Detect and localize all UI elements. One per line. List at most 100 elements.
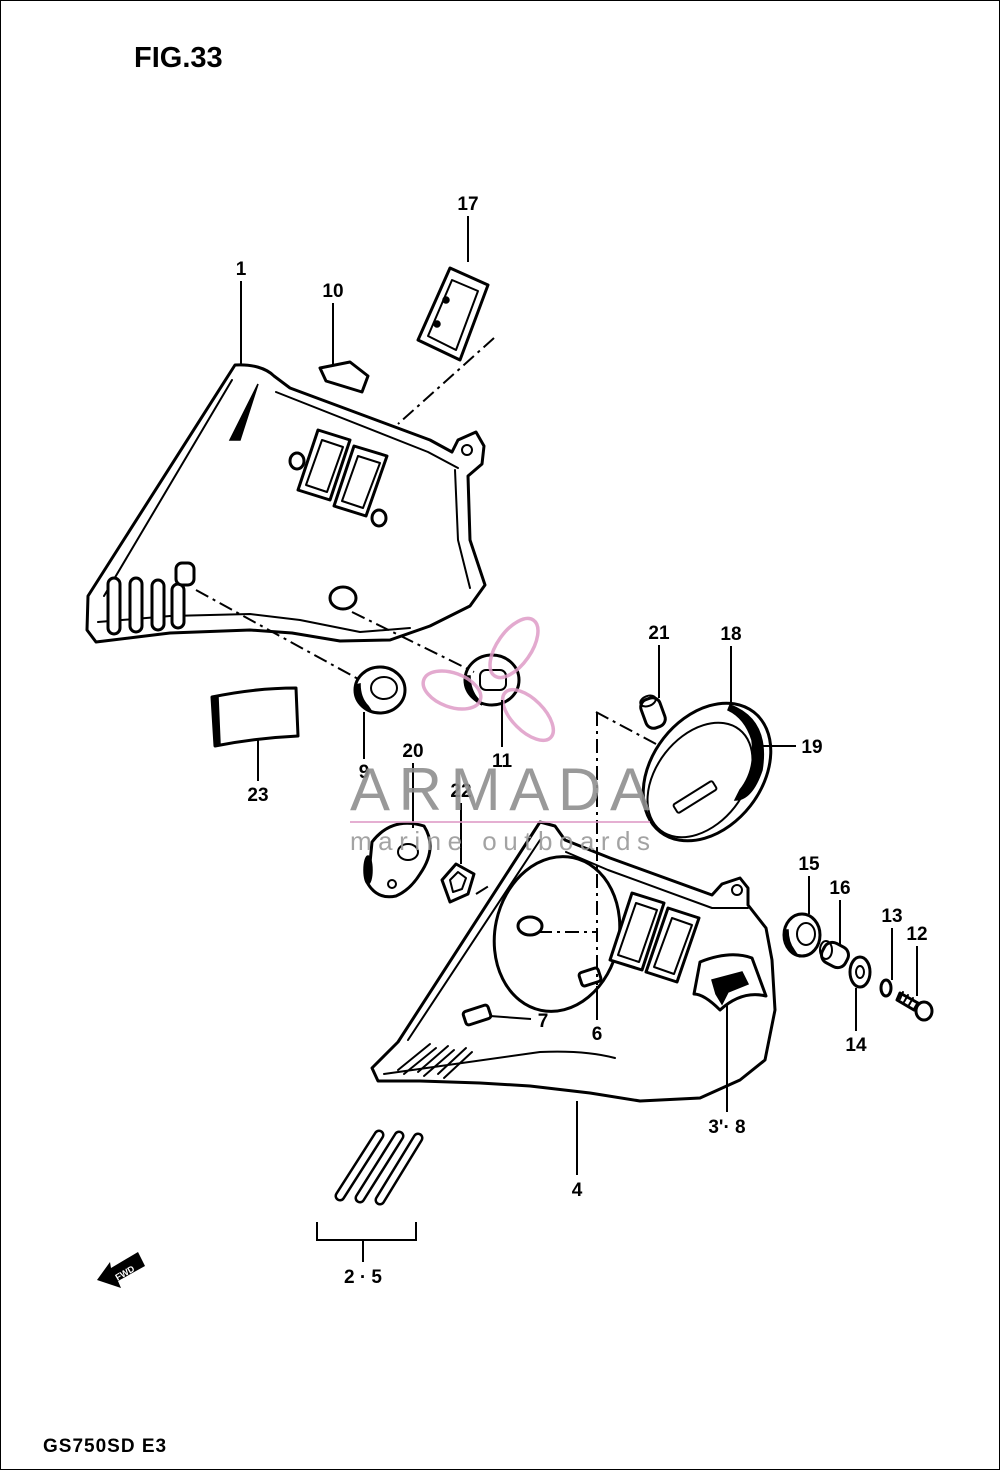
collar-16-end (819, 940, 833, 960)
propeller-logo-icon (421, 616, 556, 743)
callout-7: 7 (538, 1011, 549, 1032)
cap-18-rim (646, 721, 754, 839)
washer-14-outer (848, 955, 872, 989)
callout-2-5: 2 · 5 (344, 1267, 382, 1288)
callout-3-8: 3'· 8 (708, 1117, 745, 1138)
cap-18-body (641, 701, 773, 843)
bracket-22-body (440, 862, 476, 904)
cover-1-vent-a (296, 428, 352, 502)
grommet-9-shade (355, 683, 375, 714)
pad-17-body (416, 266, 490, 362)
cover-4-grooves (397, 1043, 473, 1079)
plate-20-shade (363, 855, 373, 885)
stripe-fill (357, 1133, 402, 1201)
washer-14-hole (855, 965, 865, 979)
part-11-grommet (463, 653, 521, 707)
part-10-wedge (318, 360, 370, 394)
cover-1-inner-edge (103, 379, 233, 597)
grommet-15-inner (796, 922, 816, 946)
assembly-line (475, 883, 493, 895)
assembly-line (195, 589, 361, 681)
cover-1-slit (228, 383, 259, 441)
cover-1-tab-hole (461, 444, 473, 456)
callout-12: 12 (906, 924, 927, 945)
callout-9: 9 (359, 762, 370, 783)
assembly-lines (195, 337, 657, 985)
plate-20-hole (397, 843, 419, 861)
part-2-5-stripes (334, 1129, 424, 1206)
cover-1-top-rim (275, 391, 459, 469)
plate-20-body (366, 821, 432, 899)
cover-4-tab-hole (731, 884, 743, 896)
propeller-petal (421, 669, 483, 711)
stripe-fill (337, 1132, 382, 1199)
propeller-petal (500, 687, 556, 743)
groove (128, 576, 144, 634)
assembly-line (595, 711, 657, 745)
sleeve-21-end (639, 694, 657, 708)
part-4-lower-cover (370, 820, 777, 1103)
pin (370, 508, 388, 528)
cover-4-vent-b (644, 906, 701, 984)
groove (417, 1045, 455, 1077)
emblem-mark (711, 971, 750, 1006)
grommet-11-inner (479, 669, 507, 691)
cover-1-right-fold (454, 469, 471, 589)
callout-18: 18 (720, 624, 741, 645)
callout-4: 4 (572, 1180, 583, 1201)
collar-16-body (820, 940, 850, 970)
part-14-washer (848, 955, 872, 989)
pad-23-edge (211, 696, 221, 748)
sleeve-21-body (639, 696, 667, 730)
groove (106, 576, 122, 636)
groove (170, 582, 186, 630)
part-22-bracket (440, 862, 476, 904)
callout-13: 13 (881, 906, 902, 927)
callout-21: 21 (648, 623, 670, 644)
propeller-petal (488, 616, 540, 680)
callout-15: 15 (798, 854, 820, 875)
cover-4-top-rim (565, 851, 749, 909)
part-15-grommet (782, 912, 822, 958)
bolt-12-thread (899, 991, 914, 1006)
assembly-line (351, 611, 475, 673)
washer-13-outer (879, 978, 893, 998)
cover-4-bottom-contour (383, 1050, 616, 1075)
assembly-line (397, 337, 495, 425)
part-1-upper-cover (85, 363, 487, 644)
part-6-label-plate (577, 966, 603, 988)
grommet-9-inner (370, 676, 398, 700)
pin (174, 561, 196, 587)
cover-1-pins (174, 451, 388, 611)
part-20-plate (363, 821, 432, 899)
plate-20-ear-hole (387, 879, 397, 889)
cap-18-lip (727, 704, 765, 801)
bracket-2-5 (316, 1222, 417, 1262)
bracket-22-inner (449, 871, 467, 893)
callout-16: 16 (829, 878, 850, 899)
groove (437, 1047, 473, 1079)
callout-23: 23 (247, 785, 268, 806)
cover-4-vents (608, 891, 701, 984)
pad-17-hole (433, 320, 441, 328)
callout-10: 10 (322, 281, 343, 302)
part-9-grommet (353, 665, 407, 715)
fwd-arrow-shape (97, 1252, 145, 1288)
groove (397, 1043, 437, 1075)
pad-23-body (210, 686, 300, 748)
cap-19-label-plate (672, 780, 718, 814)
cover-4-emblem (692, 953, 768, 1012)
model-code: GS750SD E3 (43, 1436, 167, 1457)
pin (288, 451, 306, 471)
part-17-pad (416, 266, 490, 362)
cover-4-inner-edge (407, 839, 541, 1041)
bolt-12-head (914, 1000, 934, 1022)
cover-4-vent-a-inner (617, 902, 658, 963)
pin (328, 585, 358, 611)
callout-14: 14 (845, 1035, 867, 1056)
part-7-label-plate (461, 1003, 493, 1027)
part-13-lock-washer (879, 978, 893, 998)
callout-20: 20 (402, 741, 423, 762)
